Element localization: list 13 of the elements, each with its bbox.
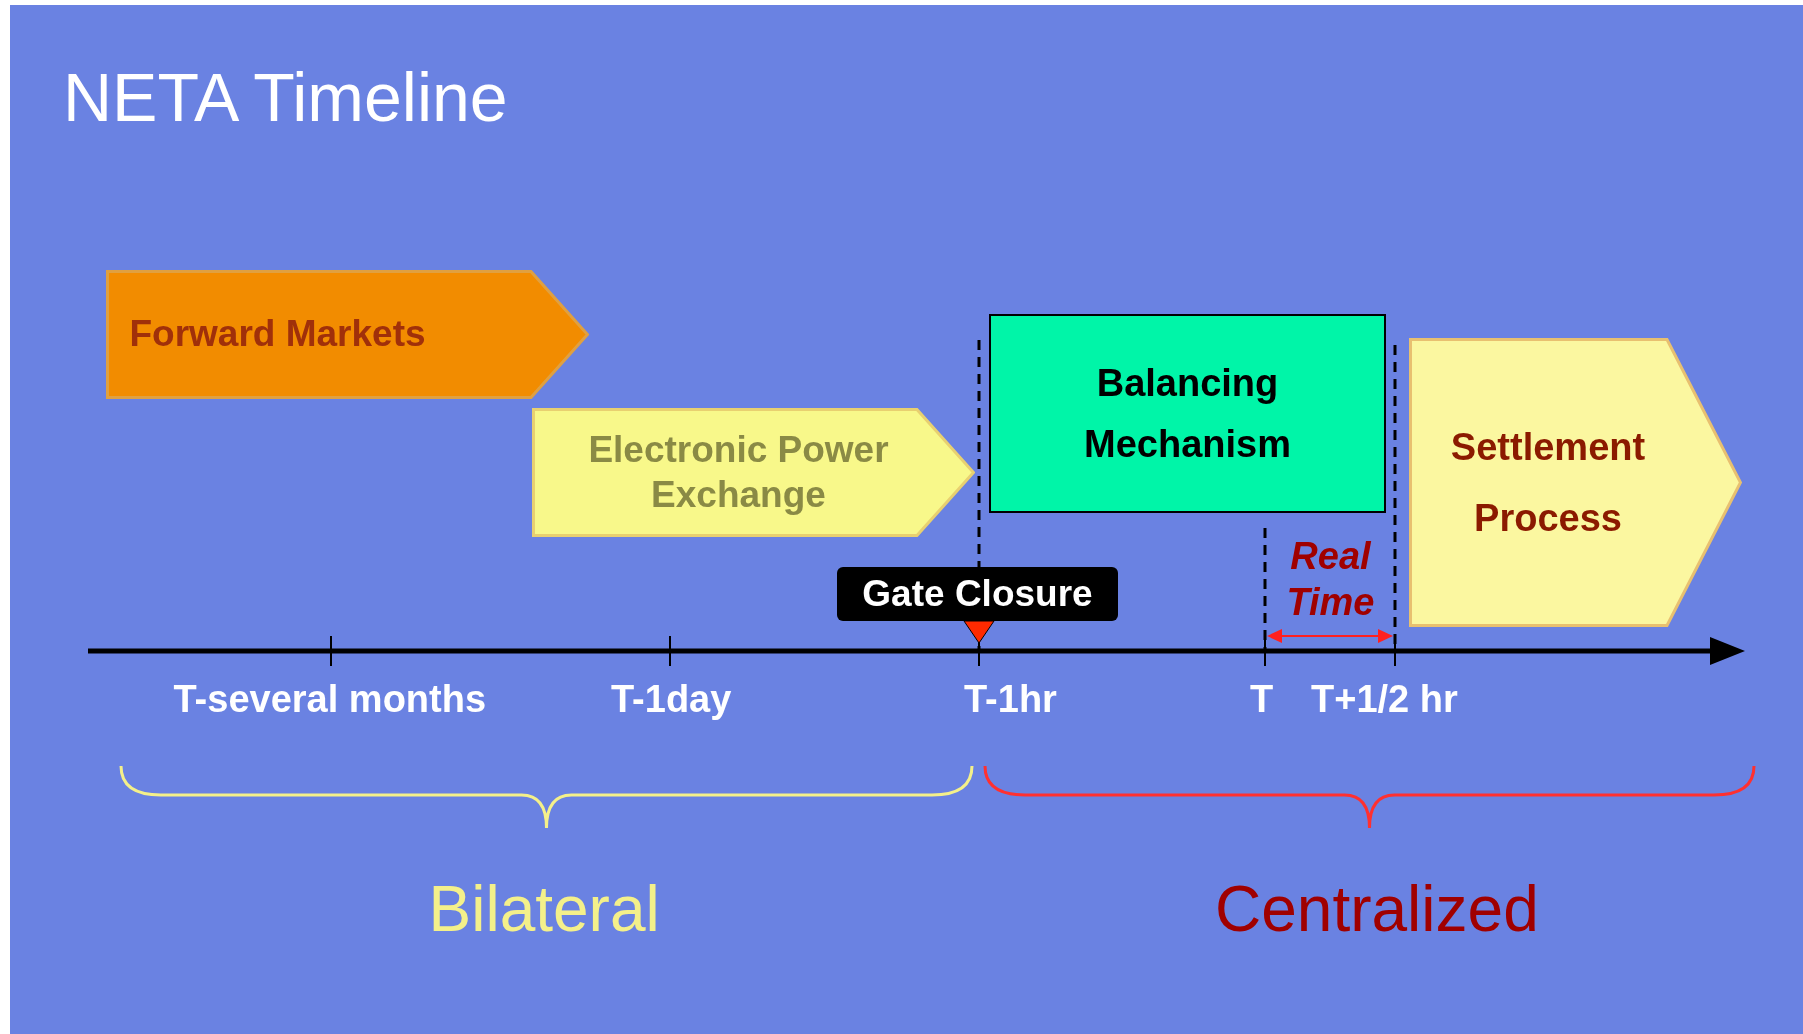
- tick-label: T: [1250, 678, 1274, 721]
- tick-label: T-1hr: [964, 678, 1057, 721]
- slide-title: NETA Timeline: [63, 58, 508, 136]
- tick-label: T-1day: [611, 678, 732, 721]
- group-label: Bilateral: [428, 872, 660, 946]
- callout-label: Gate Closure: [837, 567, 1118, 621]
- tick-label: T+1/2 hr: [1311, 678, 1458, 721]
- process-box: Balancing Mechanism: [989, 314, 1386, 513]
- tick-label: T-several months: [173, 678, 487, 721]
- group-label: Centralized: [1215, 872, 1539, 946]
- time-window-label: Real Time: [1285, 534, 1376, 625]
- phase-banner: Electronic Power Exchange: [532, 408, 975, 537]
- phase-banner: Forward Markets: [106, 270, 589, 399]
